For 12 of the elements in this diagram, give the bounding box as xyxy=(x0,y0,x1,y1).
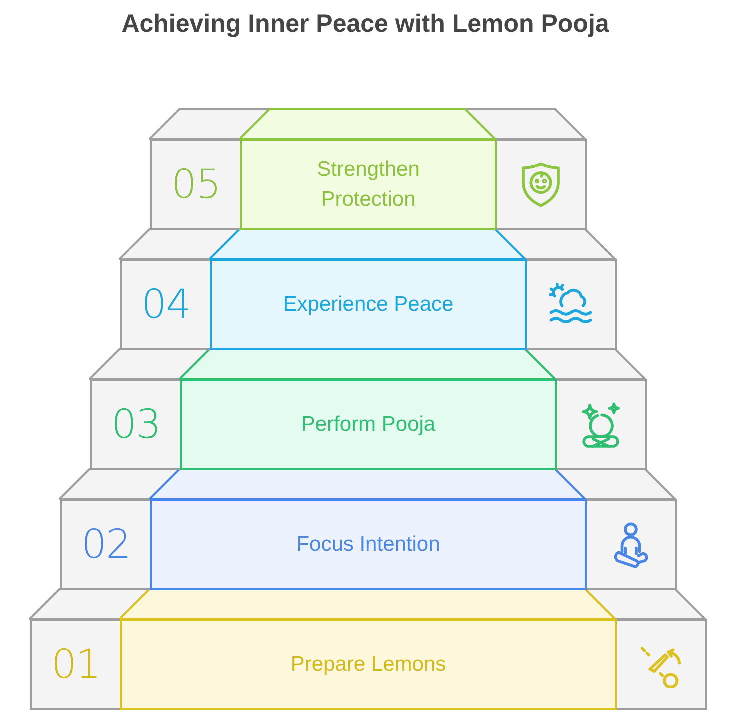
step-label: Focus Intention xyxy=(296,532,440,558)
step-label: Strengthen Protection xyxy=(316,157,421,212)
step-label: Prepare Lemons xyxy=(290,652,446,678)
step-number: 01 xyxy=(52,644,100,684)
step-number: 04 xyxy=(142,284,190,324)
title: Achieving Inner Peace with Lemon Pooja xyxy=(122,10,610,39)
step-number: 05 xyxy=(172,164,220,204)
step-tile xyxy=(120,619,617,710)
step-number: 02 xyxy=(82,524,130,564)
step-label: Experience Peace xyxy=(283,292,454,318)
step-label: Perform Pooja xyxy=(301,412,436,438)
step-number: 03 xyxy=(112,404,160,444)
